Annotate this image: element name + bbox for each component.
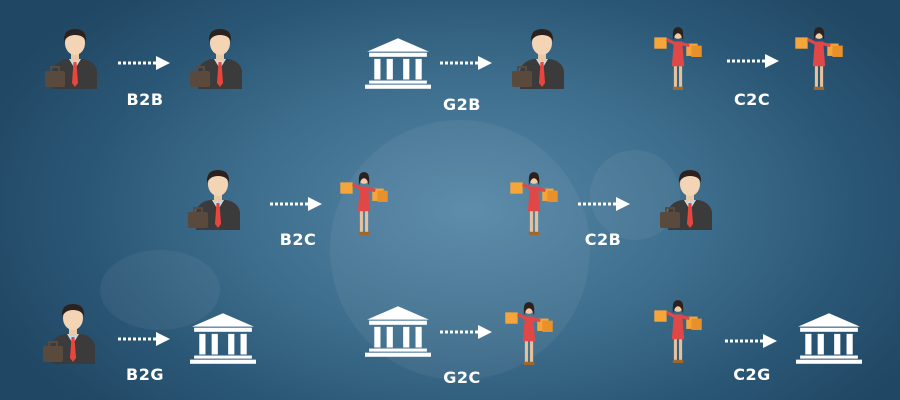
model-label-c2c: C2C bbox=[733, 90, 771, 109]
model-label-c2b: C2B bbox=[584, 230, 622, 249]
model-label-b2c: B2C bbox=[279, 230, 317, 249]
shopper-icon bbox=[793, 25, 845, 91]
shopper-icon bbox=[508, 170, 560, 236]
businessman-icon bbox=[660, 166, 720, 230]
businessman-icon bbox=[512, 25, 572, 89]
government-bank-icon bbox=[796, 312, 862, 364]
model-label-b2b: B2B bbox=[126, 90, 164, 109]
shopper-icon bbox=[503, 300, 555, 366]
government-bank-icon bbox=[365, 305, 431, 357]
arrow-right-icon bbox=[118, 55, 170, 69]
arrow-right-icon bbox=[270, 196, 322, 210]
shopper-icon bbox=[652, 298, 704, 364]
businessman-icon bbox=[190, 25, 250, 89]
model-label-c2g: C2G bbox=[733, 365, 771, 384]
shopper-icon bbox=[338, 170, 390, 236]
government-bank-icon bbox=[190, 312, 256, 364]
government-bank-icon bbox=[365, 37, 431, 89]
arrow-right-icon bbox=[118, 331, 170, 345]
model-label-g2b: G2B bbox=[443, 95, 481, 114]
arrow-right-icon bbox=[727, 53, 779, 67]
shopper-icon bbox=[652, 25, 704, 91]
arrow-right-icon bbox=[440, 55, 492, 69]
businessman-icon bbox=[45, 25, 105, 89]
arrow-right-icon bbox=[725, 333, 777, 347]
businessman-icon bbox=[43, 300, 103, 364]
background-decoration bbox=[330, 120, 590, 380]
model-label-g2c: G2C bbox=[443, 368, 481, 387]
model-label-b2g: B2G bbox=[126, 365, 164, 384]
background-decoration bbox=[100, 250, 220, 330]
arrow-right-icon bbox=[578, 196, 630, 210]
businessman-icon bbox=[188, 166, 248, 230]
arrow-right-icon bbox=[440, 324, 492, 338]
